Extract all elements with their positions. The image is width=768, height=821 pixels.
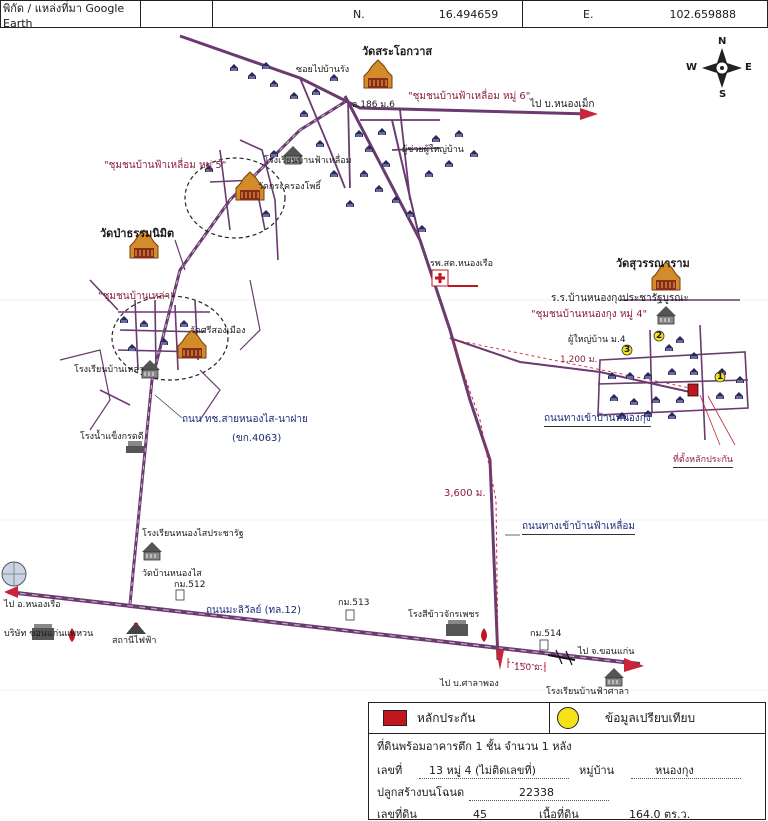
school-bottom-icon <box>603 667 625 687</box>
legend-comparison-swatch <box>557 707 579 729</box>
legend-village-label: หมู่บ้าน <box>579 764 615 777</box>
school-nongsai-icon <box>141 541 163 561</box>
school-right-icon <box>655 305 677 325</box>
community-mu6-label: "ชุมชนบ้านฟ้าเหลื่อม หมู่ 6" <box>408 91 531 102</box>
small-road-label: ซอยไปบ้านรัง <box>296 65 350 75</box>
road-fa-label: ถนนทางเข้าบ้านฟ้าเหลื่อม <box>522 522 635 535</box>
comparison-num-1: 1 <box>717 372 724 382</box>
company-icon <box>32 624 54 640</box>
rice-mill-label: โรงสีข้าวจักรเพชร <box>408 610 480 620</box>
collateral-marker <box>687 383 699 397</box>
legend-deed-value: 22338 <box>519 786 554 799</box>
fuel-icon <box>69 628 75 642</box>
village-head-top-label: ผู้ช่วยผู้ใหญ่บ้าน <box>402 145 464 155</box>
community-mu4-label: "ชุมชนบ้านหนองกุง หมู่ 4" <box>531 309 648 320</box>
globe-icon <box>1 561 27 587</box>
legend-village-value: หนองกุง <box>655 764 694 777</box>
legend-line-deed <box>469 799 609 801</box>
school-bottom-label: โรงเรียนบ้านฟ้าศาลา <box>546 687 630 697</box>
e-value: 102.659888 <box>669 7 736 21</box>
wat-lao-label: วัดศรีสองเมือง <box>190 326 246 336</box>
legend-key-row: หลักประกัน ข้อมูลเปรียบเทียบ <box>369 703 765 734</box>
road-nongkung-label: ถนนทางเข้าบ้านหนองกุง <box>544 414 651 427</box>
n-label: N. <box>353 7 365 21</box>
dist-3600-label: 3,600 ม. <box>444 488 486 499</box>
community-mu5-label: "ชุมชนบ้านฟ้าเหลื่อม หมู่ 5" <box>104 160 227 171</box>
power-station-icon <box>126 622 146 634</box>
comparison-marker-3 <box>621 344 633 356</box>
ao-label: อ.186 ม.6 <box>352 100 395 110</box>
legend-no-value: 13 หมู่ 4 (ไม่ติดเลขที่) <box>429 764 536 777</box>
to-khonkaen-label: ไป จ.ขอนแก่น <box>578 647 635 657</box>
wat-mid-label: วัดกระครองโพธิ์ <box>258 182 321 192</box>
legend-deed-label: ปลูกสร้างบนโฉนด <box>377 786 465 799</box>
temple-top-icon <box>363 59 393 89</box>
wat-left-label: วัดป่าธรรมนิมิต <box>100 227 175 240</box>
source-label: พิกัด / แหล่งที่มา Google Earth <box>1 1 141 30</box>
legend-collateral-swatch <box>383 710 407 726</box>
road-top <box>179 34 591 116</box>
e-label: E. <box>583 7 594 21</box>
wat-nongsai-label: วัดบ้านหนองไส <box>142 569 202 579</box>
legend-line-no <box>419 777 569 779</box>
n-value: 16.494659 <box>438 7 499 21</box>
legend-area-label: เนื้อที่ดิน <box>539 808 579 821</box>
header-spacer <box>141 1 213 27</box>
dist-150-label: 150 ม. <box>514 663 543 673</box>
comparison-marker-1 <box>714 371 726 383</box>
hospital-label: รพ.สต.หนองเรือ <box>430 259 494 269</box>
rice-mill-icon <box>446 620 468 636</box>
km514-label: กม.514 <box>530 629 562 639</box>
legend-divider <box>549 703 550 733</box>
to-nong-mek-label: ไป บ.หนองเม็ก <box>530 99 595 110</box>
to-saat-label: ไป บ.ศาลาพอง <box>440 679 499 689</box>
road-code-label: (ขก.4063) <box>232 433 282 444</box>
community-lao-label: "ชุมชนบ้านเหล่า" <box>98 291 175 302</box>
legend-land-no-value: 45 <box>473 808 487 821</box>
legend-land-no-label: เลขที่ดิน <box>377 808 417 821</box>
legend-collateral-label: หลักประกัน <box>417 711 476 725</box>
comparison-num-3: 3 <box>624 345 631 355</box>
header-n-cell: N. 16.494659 <box>213 1 523 27</box>
km512-label: กม.512 <box>174 580 206 590</box>
village-head-mu4-label: ผู้ใหญ่บ้าน ม.4 <box>568 335 626 345</box>
community-lao-circle <box>111 295 229 381</box>
compass-s: S <box>719 89 727 100</box>
road-fa-main <box>343 95 500 661</box>
legend-comparison-label: ข้อมูลเปรียบเทียบ <box>605 711 696 725</box>
km513-label: กม.513 <box>338 598 370 608</box>
legend-line-village <box>631 777 741 779</box>
legend-area-value: 164.0 ตร.ว. <box>629 808 691 821</box>
power-station-label: สถานีไฟฟ้า <box>112 636 157 646</box>
comparison-num-2: 2 <box>656 331 663 341</box>
factory-ice-label: โรงน้ำแข็งกรดดี <box>80 432 144 442</box>
legend-no-label: เลขที่ <box>377 764 403 777</box>
legend-panel: หลักประกัน ข้อมูลเปรียบเทียบ ที่ดินพร้อม… <box>368 702 766 820</box>
company-label: บริษัท ขอนแก่นแพหวน <box>4 629 94 639</box>
header-e-cell: E. 102.659888 <box>523 1 767 27</box>
compass-n: N <box>718 36 727 47</box>
header-bar: พิกัด / แหล่งที่มา Google Earth N. 16.49… <box>0 0 768 30</box>
legend-description: ที่ดินพร้อมอาคารตึก 1 ชั้น จำนวน 1 หลัง <box>377 740 572 753</box>
factory-icon <box>126 441 144 453</box>
blank-margin <box>0 122 40 282</box>
compass-e: E <box>745 62 752 73</box>
dist-1200-label: 1,200 ม. <box>560 355 598 365</box>
school-right-label: ร.ร.บ้านหนองกุงประชารัฐบูรณะ <box>551 293 689 304</box>
collateral-site-label: ที่ตั้งหลักประกัน <box>673 456 734 468</box>
compass-icon <box>702 48 742 88</box>
compass-w: W <box>686 62 698 73</box>
school-fa-label: โรงเรียนบ้านฟ้าเหลื่อม <box>264 156 352 166</box>
wat-top-label: วัดสระโอกวาส <box>362 45 433 58</box>
road-name-label: ถนน ทช.สายหนองไส-นาฝาย <box>182 414 308 425</box>
highway-label: ถนนมะลิวัลย์ (ทล.12) <box>206 605 302 616</box>
background-grid <box>0 299 768 691</box>
school-nongsai-label: โรงเรียนหนองไสประชารัฐ <box>142 529 244 539</box>
wat-right-label: วัดสุวรรณาราม <box>616 257 690 270</box>
community-mu5-circle <box>184 157 286 239</box>
school-lao-label: โรงเรียนบ้านเหล่า <box>74 365 144 375</box>
comparison-marker-2 <box>653 330 665 342</box>
to-nongruea-label: ไป อ.หนองเรือ <box>4 600 61 610</box>
